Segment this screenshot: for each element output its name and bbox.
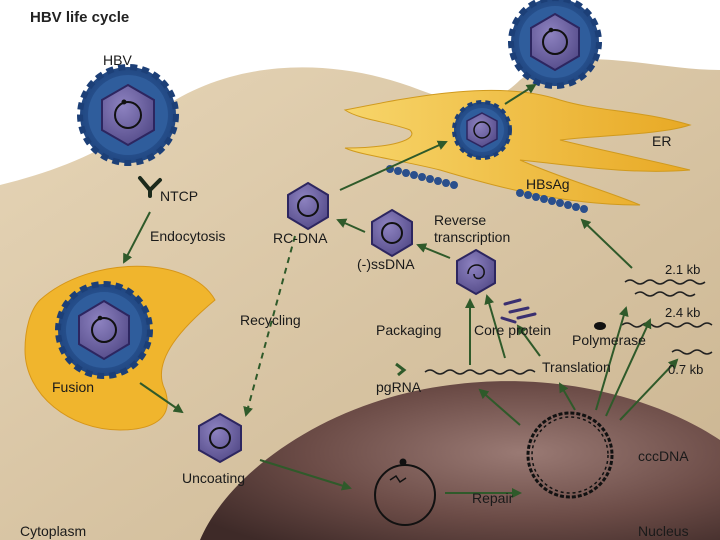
label-kb-2-1: 2.1 kb: [665, 262, 701, 277]
label-endocytosis: Endocytosis: [150, 228, 226, 244]
pgrna-wave: [424, 369, 536, 375]
cccdna-circle: [526, 411, 614, 499]
hbv-virion-endosome: [55, 281, 153, 379]
er-shape: [343, 89, 692, 206]
rna-2-4-kb: [621, 322, 713, 328]
capsid-uncoating: [198, 412, 242, 464]
capsid-ss-dna: [371, 208, 413, 258]
label-hbsag: HBsAg: [526, 176, 570, 192]
label-recycling: Recycling: [240, 312, 301, 328]
capsid-rc-dna: [287, 181, 329, 231]
label-repair: Repair: [472, 490, 514, 506]
core-protein-dashes: [500, 298, 537, 324]
label-hbv: HBV: [103, 52, 132, 68]
label-polymerase: Polymerase: [572, 332, 646, 348]
rna-2-1-kb: [624, 279, 706, 285]
label-reverse: Reverse: [434, 212, 487, 228]
label-translation: Translation: [542, 359, 611, 375]
label-nucleus: Nucleus: [638, 523, 689, 539]
recycling-arrow: [243, 235, 296, 417]
rna-0-7-kb: [671, 349, 713, 355]
hbsag-chain-1: [386, 165, 458, 189]
label-rc-dna: RC-DNA: [273, 230, 328, 246]
arrows: [123, 83, 679, 498]
label-uncoating: Uncoating: [182, 470, 246, 486]
hbv-virion-top-left: [77, 64, 179, 166]
polymerase-blob: [594, 322, 606, 330]
label-cytoplasm: Cytoplasm: [20, 523, 87, 539]
label-kb-0-7: 0.7 kb: [668, 362, 704, 377]
label-ntcp: NTCP: [160, 188, 199, 204]
ntcp-receptor: [138, 176, 162, 198]
label-packaging: Packaging: [376, 322, 442, 338]
label-fusion: Fusion: [52, 379, 95, 395]
label-core-protein: Core protein: [474, 322, 552, 338]
label-kb-2-4: 2.4 kb: [665, 305, 701, 320]
rc-dna-nucleus: [374, 458, 436, 526]
label-pgrna: pgRNA: [376, 379, 422, 395]
label-er: ER: [652, 133, 672, 149]
label-transcription: transcription: [434, 229, 511, 245]
label-cccdna: cccDNA: [638, 448, 689, 464]
hbv-virion-top-right: [508, 0, 602, 89]
diagram-title: HBV life cycle: [30, 9, 130, 26]
capsid-packaging: [456, 248, 496, 296]
label-ss-dna: (-)ssDNA: [357, 256, 415, 272]
nucleus-region: [200, 381, 720, 540]
hbv-virion-er: [452, 100, 512, 160]
hbsag-chain-2: [516, 189, 588, 213]
